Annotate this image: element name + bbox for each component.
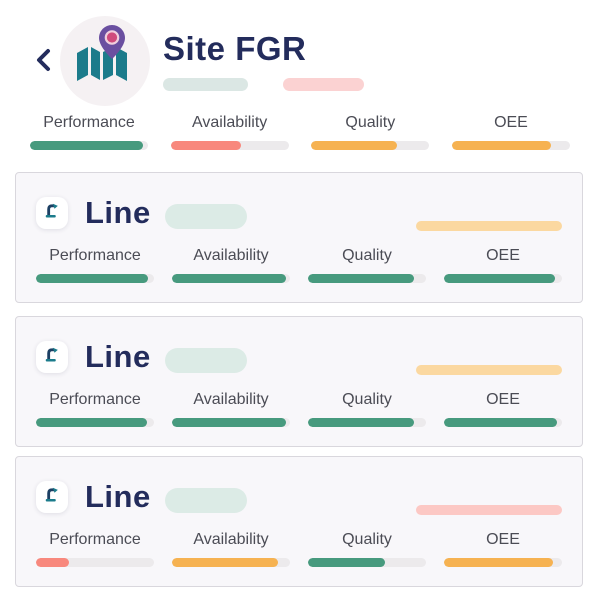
progress-bar-track (308, 558, 426, 567)
progress-bar-fill (451, 141, 552, 150)
metric-label: Quality (342, 247, 392, 264)
progress-bar-track (172, 274, 290, 283)
progress-bar-fill (30, 141, 144, 150)
metric-label: Quality (345, 114, 396, 131)
line-title: Line (85, 338, 151, 374)
line-card[interactable]: Line Performance Availability Quality OE… (15, 172, 583, 303)
map-with-pin-icon (72, 23, 138, 100)
line-card-header: Line (36, 338, 562, 375)
metric-label: Availability (193, 391, 269, 408)
metric-oee: OEE (444, 530, 562, 567)
back-button[interactable] (34, 48, 54, 72)
page-title: Site FGR (163, 30, 307, 67)
metric-availability: Availability (172, 246, 290, 283)
line-status-pill (416, 221, 562, 231)
line-card[interactable]: Line Performance Availability Quality OE… (15, 316, 583, 447)
progress-bar-track (172, 558, 290, 567)
site-metrics-row: Performance Availability Quality OEE (0, 113, 600, 150)
line-title: Line (85, 478, 151, 514)
line-title: Line (85, 194, 151, 230)
progress-bar-fill (170, 141, 242, 150)
metric-label: Availability (193, 531, 269, 548)
line-metrics-row: Performance Availability Quality OEE (36, 246, 562, 283)
metric-label: OEE (486, 247, 520, 264)
progress-bar-track (311, 141, 430, 150)
progress-bar-track (36, 274, 154, 283)
progress-bar-track (30, 141, 148, 150)
progress-bar-track (451, 141, 570, 150)
progress-bar-fill (311, 141, 398, 150)
metric-quality: Quality (308, 246, 426, 283)
metric-label: Performance (43, 114, 135, 131)
title-skeleton-pill-pink (283, 78, 364, 91)
metric-quality: Quality (311, 113, 430, 150)
metric-availability: Availability (172, 530, 290, 567)
robot-arm-icon (42, 200, 62, 225)
robot-chip (36, 196, 68, 229)
progress-bar-fill (36, 558, 70, 567)
progress-bar-track (172, 418, 290, 427)
metric-label: Availability (193, 247, 269, 264)
line-metrics-row: Performance Availability Quality OEE (36, 530, 562, 567)
line-title-skeleton-pill (164, 204, 247, 229)
metric-oee: OEE (444, 390, 562, 427)
progress-bar-fill (444, 274, 555, 283)
metric-label: Availability (192, 114, 268, 131)
metric-quality: Quality (308, 390, 426, 427)
progress-bar-track (36, 418, 154, 427)
progress-bar-fill (308, 274, 415, 283)
metric-label: OEE (486, 531, 520, 548)
progress-bar-fill (172, 558, 279, 567)
chevron-left-icon (34, 49, 54, 76)
line-status-pill (416, 365, 562, 375)
metric-oee: OEE (444, 246, 562, 283)
line-metrics-row: Performance Availability Quality OEE (36, 390, 562, 427)
robot-arm-icon (42, 484, 62, 509)
progress-bar-fill (444, 558, 553, 567)
progress-bar-track (444, 274, 562, 283)
progress-bar-track (308, 418, 426, 427)
progress-bar-track (444, 418, 562, 427)
progress-bar-track (36, 558, 154, 567)
progress-bar-fill (172, 418, 287, 427)
robot-chip (36, 480, 68, 513)
progress-bar-fill (36, 418, 147, 427)
progress-bar-fill (444, 418, 558, 427)
line-title-skeleton-pill (164, 488, 247, 513)
metric-label: Performance (49, 531, 141, 548)
metric-label: Performance (49, 391, 141, 408)
title-skeleton-pill-teal (163, 78, 248, 91)
progress-bar-fill (172, 274, 287, 283)
metric-label: Quality (342, 531, 392, 548)
metric-performance: Performance (36, 530, 154, 567)
metric-performance: Performance (36, 246, 154, 283)
metric-oee: OEE (451, 113, 570, 150)
line-status-pill (416, 505, 562, 515)
robot-arm-icon (42, 344, 62, 369)
line-card[interactable]: Line Performance Availability Quality OE… (15, 456, 583, 587)
metric-label: OEE (494, 114, 528, 131)
progress-bar-track (444, 558, 562, 567)
metric-performance: Performance (30, 113, 148, 150)
metric-quality: Quality (308, 530, 426, 567)
progress-bar-track (308, 274, 426, 283)
progress-bar-fill (308, 418, 415, 427)
robot-chip (36, 340, 68, 373)
metric-label: Quality (342, 391, 392, 408)
line-card-header: Line (36, 194, 562, 231)
metric-availability: Availability (170, 113, 289, 150)
progress-bar-track (170, 141, 289, 150)
line-card-header: Line (36, 478, 562, 515)
metric-label: Performance (49, 247, 141, 264)
metric-label: OEE (486, 391, 520, 408)
site-avatar (60, 16, 150, 106)
line-title-skeleton-pill (164, 348, 247, 373)
metric-availability: Availability (172, 390, 290, 427)
progress-bar-fill (36, 274, 149, 283)
metric-performance: Performance (36, 390, 154, 427)
progress-bar-fill (308, 558, 385, 567)
